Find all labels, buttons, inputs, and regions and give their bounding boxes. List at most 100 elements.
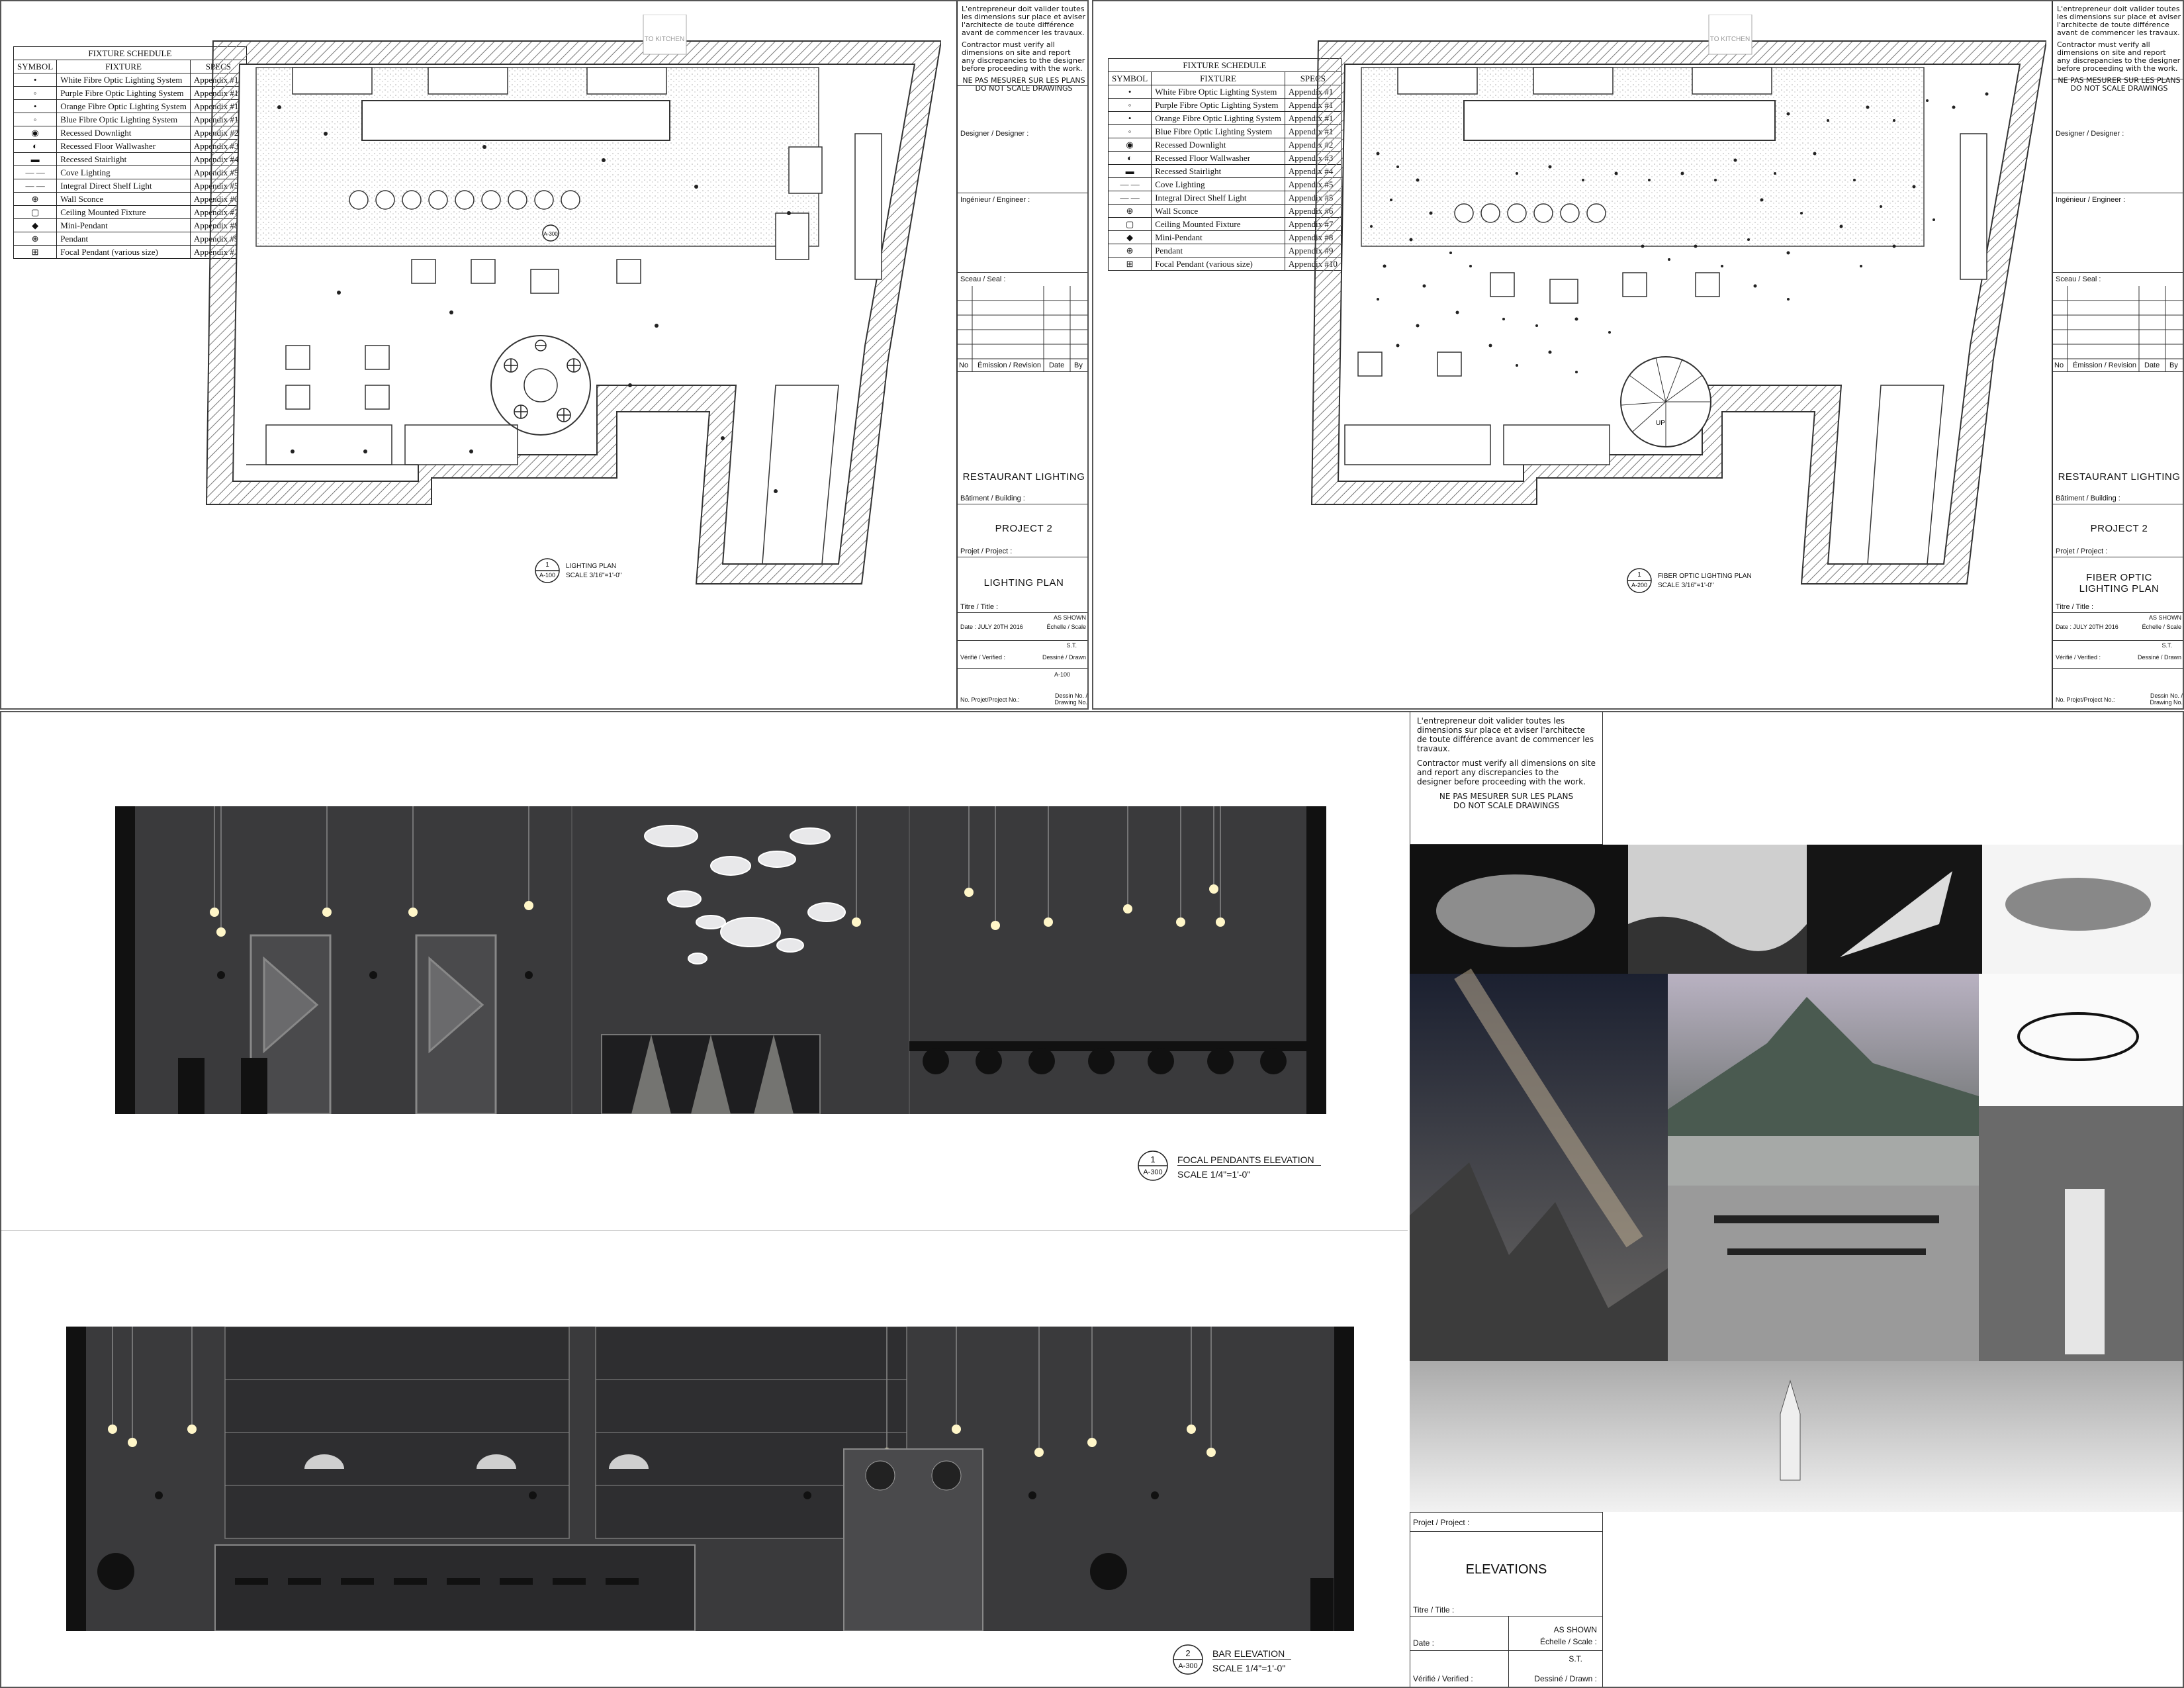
initials-label: S.T. [2161,642,2172,649]
stair-up-label: UP [1656,420,1665,427]
pendant-bulbs [210,884,1225,937]
verified-label: Vérifié / Verified : [1413,1674,1473,1683]
dot-ring-icon: ◦ [1107,124,1152,138]
note-french: L'entrepreneur doit valider toutes les d… [1417,716,1594,753]
elevation-tag-1: 1 A-300 FOCAL PENDANTS ELEVATION SCALE 1… [1136,1149,1335,1182]
projet-label: Projet / Project : [2056,547,2108,555]
as-shown-label: AS SHOWN [1053,614,1086,621]
schedule-fixture: Wall Sconce [56,192,191,206]
fiber-optic-dots [1370,92,1989,373]
dining-tables [265,133,882,465]
half-circle-icon: ◐ [13,139,58,153]
sheet-title: FIBER OPTIC LIGHTING PLAN [2079,572,2160,594]
schedule-fixture: Recessed Stairlight [1151,164,1285,178]
schedule-fixture: Ceiling Mounted Fixture [56,205,191,219]
schedule-fixture: Wall Sconce [1151,204,1285,218]
project-name: RESTAURANT LIGHTING [962,471,1085,483]
date-label: Date : JULY 20TH 2016 [2056,624,2118,630]
project-name: RESTAURANT LIGHTING [2058,471,2181,483]
no-scale-fr: NE PAS MESURER SUR LES PLANS [1439,792,1574,801]
schedule-header-symbol: SYMBOL [1107,71,1152,85]
projet-label: Projet / Project : [960,547,1013,555]
downlight-icon: ◉ [13,126,58,140]
schedule-header-fixture: FIXTURE [56,60,191,73]
drawing-caption: FIBER OPTIC LIGHTING PLAN [1658,573,1752,580]
building-label: Bâtiment / Building : [2056,494,2120,502]
dash-icon: — — [13,179,58,193]
dot-ring-icon: ◦ [13,113,58,126]
sheet-lighting-plan: FIXTURE SCHEDULE SYMBOL FIXTURE SPECS •W… [0,0,1089,710]
schedule-fixture: Cove Lighting [1151,177,1285,191]
designer-label: Designer / Designer : [960,130,1029,138]
schedule-fixture: Purple Fibre Optic Lighting System [56,86,191,100]
projet-label: Projet / Project : [1413,1518,1470,1527]
rev-no-label: No [959,361,969,369]
elevation-tag-ref: A-300 [1178,1662,1198,1670]
bar-stools [97,1553,1334,1631]
as-shown-label: AS SHOWN [2148,614,2181,621]
date-label: Date : [1413,1638,1435,1648]
schedule-fixture: White Fibre Optic Lighting System [1151,85,1285,99]
drawing-number: A-100 [1054,671,1070,678]
sheet-title: LIGHTING PLAN [983,577,1064,588]
diamond-icon: ◆ [13,218,58,232]
dot-open-icon: ◦ [1107,98,1152,112]
dash-icon: — — [13,165,58,179]
square-icon: ▢ [13,205,58,219]
elevation-title: FOCAL PENDANTS ELEVATION [1177,1154,1321,1166]
schedule-fixture: Recessed Floor Wallwasher [1151,151,1285,165]
pendant-lights [214,806,1221,929]
sconce-icon: ⊕ [13,192,58,206]
schedule-fixture: Integral Direct Shelf Light [1151,191,1285,205]
initials-label: S.T. [1569,1654,1582,1664]
schedule-fixture: Recessed Downlight [1151,138,1285,152]
focal-pendants-elevation [115,806,1326,1114]
schedule-fixture: Orange Fibre Optic Lighting System [56,99,191,113]
drawing-caption: LIGHTING PLAN [566,563,617,570]
drawing-scale: SCALE 3/16"=1'-0" [1658,582,1714,589]
rev-no-label: No [2054,361,2064,369]
initials-label: S.T. [1066,642,1077,649]
no-scale-en: DO NOT SCALE DRAWINGS [2070,84,2168,93]
note-english: Contractor must verify all dimensions on… [1417,759,1596,786]
drawn-label: Dessiné / Drawn [2137,654,2181,661]
photo-spaceship [1807,845,1982,974]
drawing-tag: 1 A-200 FIBER OPTIC LIGHTING PLAN SCALE … [1626,567,1785,594]
engineer-label: Ingénieur / Engineer : [2056,196,2126,204]
dessin-no-label: Dessin No. / Drawing No. [1054,692,1087,706]
titre-label: Titre / Title : [960,603,999,611]
focal-pendant-icon: ⊞ [1107,257,1152,271]
notes-box: L'entrepreneur doit valider toutes les d… [958,1,1087,93]
dot-small-icon: • [1107,85,1152,99]
project-number: PROJECT 2 [2090,523,2148,534]
as-shown-label: AS SHOWN [1553,1625,1597,1634]
schedule-fixture: Focal Pendant (various size) [1151,257,1285,271]
to-kitchen-label: TO KITCHEN [645,36,684,43]
half-circle-icon: ◐ [1107,151,1152,165]
elevation-scale: SCALE 1/4"=1'-0" [1212,1663,1286,1673]
section-ref-label: A-300 [543,231,558,237]
notes-box: L'entrepreneur doit valider toutes les d… [2053,1,2183,93]
schedule-header-fixture: FIXTURE [1151,71,1285,85]
title-block: L'entrepreneur doit valider toutes les d… [956,1,1087,708]
dash-icon: — — [1107,191,1152,205]
bar-counter [214,1544,696,1631]
rev-emission-label: Émission / Revision [978,361,1041,369]
schedule-fixture: Recessed Stairlight [56,152,191,166]
bar-counter [1463,100,1776,141]
fiber-optic-plan-drawing: TO KITCHEN UP [1310,15,2046,585]
cloud-focal-pendants [644,825,846,964]
schedule-fixture: Pendant [1151,244,1285,258]
scale-label: Échelle / Scale [1046,624,1086,630]
downlight-markers [277,105,791,493]
rev-by-label: By [2169,361,2178,369]
elevation-tag-number: 2 [1185,1648,1191,1658]
designer-label: Designer / Designer : [2056,130,2124,138]
bar-icon: ▬ [1107,164,1152,178]
rev-date-label: Date [2144,361,2160,369]
rev-emission-label: Émission / Revision [2073,361,2136,369]
drawing-tag-ref: A-200 [1631,582,1648,588]
chairs [178,1041,1306,1114]
project-no-label: No. Projet/Project No.: [2056,696,2115,703]
